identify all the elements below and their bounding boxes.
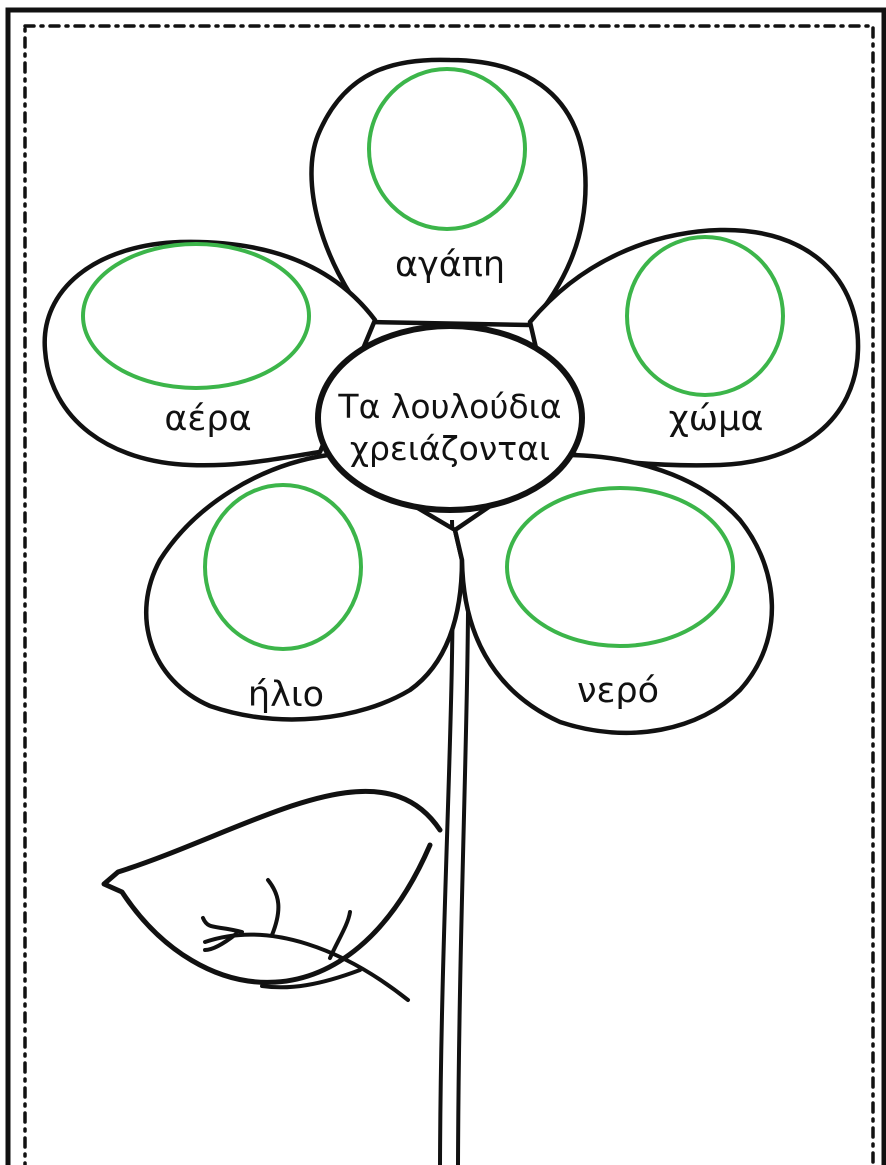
page-border xyxy=(5,7,886,1165)
petal-label-left: αέρα xyxy=(164,399,251,439)
answer-circle-right xyxy=(625,235,785,397)
flower-center xyxy=(315,323,585,513)
petal-label-bottom-left: ήλιο xyxy=(248,675,324,715)
answer-circles xyxy=(81,67,785,651)
leaf xyxy=(101,789,443,1002)
answer-circle-bottom-right xyxy=(505,486,735,648)
petal-label-top: αγάπη xyxy=(395,245,505,285)
dotted-frame xyxy=(23,24,875,1165)
petals xyxy=(42,57,861,736)
petal-label-bottom-right: νερό xyxy=(577,671,659,711)
petal-bottom-left xyxy=(144,452,465,722)
petal-bottom-right xyxy=(452,452,775,736)
petal-left xyxy=(42,239,378,468)
petal-top xyxy=(309,57,588,328)
answer-circle-top xyxy=(367,67,527,231)
petal-label-right: χώμα xyxy=(669,399,764,439)
answer-circle-bottom-left xyxy=(203,483,363,651)
center-label-line1: Τα λουλούδια xyxy=(337,387,561,426)
answer-circle-left xyxy=(81,242,311,390)
center-label-line2: χρειάζονται xyxy=(350,429,550,468)
petal-right xyxy=(527,227,861,468)
